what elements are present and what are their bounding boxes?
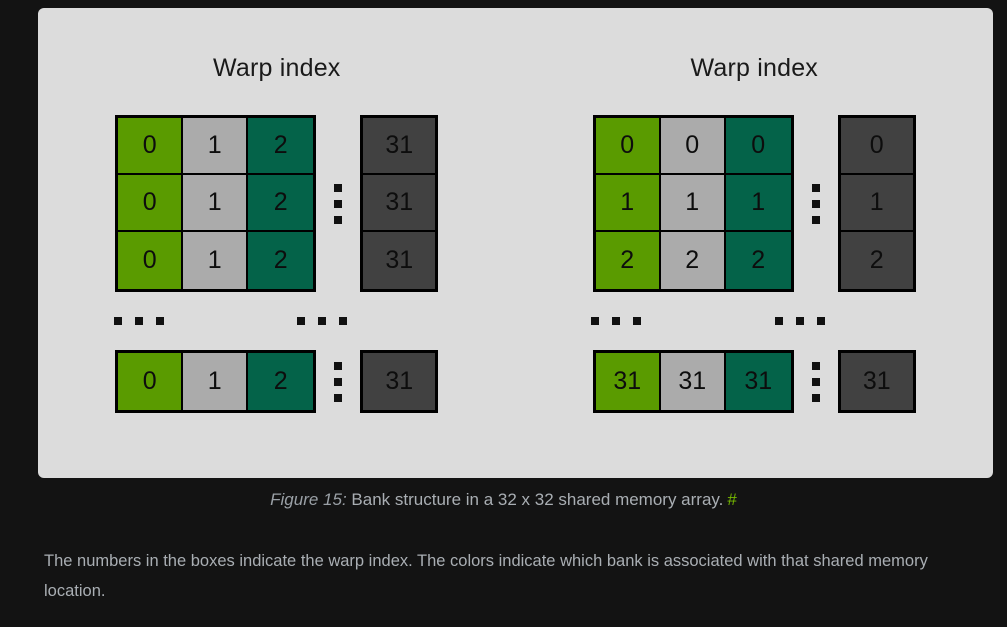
diagram-right-tail-grid: 0 1 2 bbox=[837, 115, 916, 292]
grid-cell: 0 bbox=[840, 118, 913, 175]
vertical-ellipsis-icon bbox=[316, 115, 360, 292]
grid-cell: 0 bbox=[595, 118, 661, 175]
grid-cell: 31 bbox=[595, 353, 661, 410]
diagram-right-ellipsis-row bbox=[516, 302, 994, 340]
grid-cell: 31 bbox=[363, 232, 436, 289]
horizontal-ellipsis-icon bbox=[774, 302, 825, 340]
grid-cell: 31 bbox=[363, 175, 436, 232]
diagram-left-tail-grid: 31 31 31 bbox=[360, 115, 439, 292]
vertical-ellipsis-icon bbox=[794, 115, 838, 292]
table-row: 0 1 2 bbox=[118, 232, 314, 289]
diagram-left-ellipsis-row bbox=[38, 302, 516, 340]
grid-cell: 2 bbox=[725, 232, 791, 289]
table-row: 0 1 2 bbox=[118, 118, 314, 175]
table-row: 1 bbox=[840, 175, 913, 232]
grid-cell: 2 bbox=[248, 232, 314, 289]
table-row: 0 1 2 bbox=[118, 175, 314, 232]
vertical-ellipsis-icon bbox=[316, 350, 360, 413]
grid-cell: 31 bbox=[660, 353, 726, 410]
figure-label: Figure 15: bbox=[270, 490, 347, 509]
table-row: 2 2 2 bbox=[595, 232, 791, 289]
grid-cell: 31 bbox=[840, 353, 913, 410]
grid-cell: 0 bbox=[660, 118, 726, 175]
grid-cell: 31 bbox=[363, 353, 436, 410]
figure-panel: Warp index 0 1 2 0 1 2 0 bbox=[38, 8, 993, 478]
horizontal-ellipsis-icon bbox=[297, 302, 347, 340]
grid-cell: 0 bbox=[118, 232, 184, 289]
vertical-ellipsis-icon bbox=[794, 350, 838, 413]
table-row: 31 bbox=[840, 353, 913, 410]
grid-cell: 2 bbox=[248, 118, 314, 175]
grid-cell: 31 bbox=[363, 118, 436, 175]
grid-cell: 31 bbox=[725, 353, 791, 410]
grid-cell: 1 bbox=[183, 118, 249, 175]
table-row: 0 bbox=[840, 118, 913, 175]
diagram-left-title: Warp index bbox=[212, 54, 341, 82]
figure-caption: Figure 15: Bank structure in a 32 x 32 s… bbox=[0, 490, 1007, 510]
diagram-left-main-block: 0 1 2 0 1 2 0 1 2 bbox=[115, 115, 439, 292]
diagram-container: Warp index 0 1 2 0 1 2 0 bbox=[38, 8, 993, 478]
table-row: 31 31 31 bbox=[595, 353, 791, 410]
grid-cell: 1 bbox=[725, 175, 791, 232]
table-row: 0 1 2 bbox=[118, 353, 314, 410]
grid-cell: 1 bbox=[183, 353, 249, 410]
table-row: 1 1 1 bbox=[595, 175, 791, 232]
grid-cell: 0 bbox=[118, 118, 184, 175]
table-row: 31 bbox=[363, 175, 436, 232]
table-row: 2 bbox=[840, 232, 913, 289]
grid-cell: 1 bbox=[183, 175, 249, 232]
grid-cell: 2 bbox=[248, 175, 314, 232]
grid-cell: 1 bbox=[660, 175, 726, 232]
diagram-left-last-block: 0 1 2 31 bbox=[115, 350, 439, 413]
grid-cell: 2 bbox=[248, 353, 314, 410]
diagram-left-grid: 0 1 2 0 1 2 0 1 2 bbox=[115, 115, 317, 292]
grid-cell: 2 bbox=[595, 232, 661, 289]
body-paragraph: The numbers in the boxes indicate the wa… bbox=[44, 552, 928, 600]
diagram-right-last-grid: 31 31 31 bbox=[592, 350, 794, 413]
grid-cell: 1 bbox=[595, 175, 661, 232]
caption-anchor-link[interactable]: # bbox=[727, 490, 737, 509]
diagram-right: Warp index 0 0 0 1 1 1 2 2 bbox=[516, 8, 994, 478]
grid-cell: 1 bbox=[840, 175, 913, 232]
table-row: 31 bbox=[363, 232, 436, 289]
grid-cell: 1 bbox=[183, 232, 249, 289]
horizontal-ellipsis-icon bbox=[113, 302, 164, 340]
diagram-right-grid: 0 0 0 1 1 1 2 2 2 bbox=[592, 115, 794, 292]
table-row: 0 0 0 bbox=[595, 118, 791, 175]
grid-cell: 2 bbox=[660, 232, 726, 289]
diagram-left-last-grid: 0 1 2 bbox=[115, 350, 317, 413]
grid-cell: 0 bbox=[725, 118, 791, 175]
horizontal-ellipsis-icon bbox=[591, 302, 641, 340]
grid-cell: 0 bbox=[118, 175, 184, 232]
diagram-right-last-tail-grid: 31 bbox=[837, 350, 916, 413]
diagram-right-main-block: 0 0 0 1 1 1 2 2 2 bbox=[592, 115, 916, 292]
figure-caption-text: Bank structure in a 32 x 32 shared memor… bbox=[351, 490, 724, 509]
diagram-left-last-tail-grid: 31 bbox=[360, 350, 439, 413]
diagram-right-last-block: 31 31 31 31 bbox=[592, 350, 916, 413]
table-row: 31 bbox=[363, 118, 436, 175]
table-row: 31 bbox=[363, 353, 436, 410]
grid-cell: 0 bbox=[118, 353, 184, 410]
diagram-left: Warp index 0 1 2 0 1 2 0 bbox=[38, 8, 516, 478]
grid-cell: 2 bbox=[840, 232, 913, 289]
diagram-right-title: Warp index bbox=[690, 54, 818, 82]
